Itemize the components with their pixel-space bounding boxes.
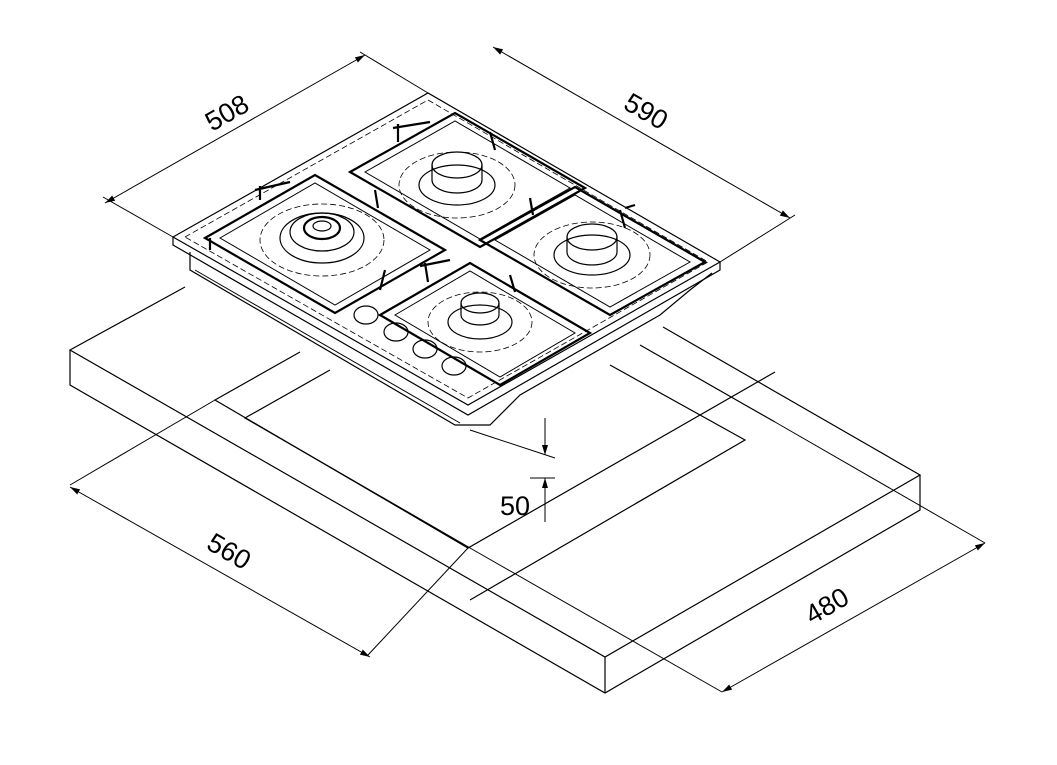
- dimension-480: 480: [469, 421, 986, 693]
- dimension-label-508: 508: [200, 89, 254, 138]
- dimension-label-50: 50: [500, 491, 530, 521]
- grate-front: [377, 258, 593, 387]
- dimension-560: 560: [69, 399, 469, 658]
- control-knobs: [353, 305, 467, 376]
- dimension-590: 590: [492, 46, 796, 263]
- dimension-label-560: 560: [202, 527, 256, 576]
- grate-right: [477, 185, 708, 317]
- hob: [171, 92, 722, 426]
- dimension-label-480: 480: [800, 582, 854, 631]
- burner-back: [398, 151, 516, 219]
- dimension-508: 508: [102, 51, 429, 238]
- dimension-label-590: 590: [619, 87, 673, 136]
- hob-top: [171, 92, 722, 406]
- grate-left: [202, 173, 448, 315]
- burner-wok: [259, 203, 385, 277]
- burner-right: [533, 221, 651, 289]
- countertop: [68, 286, 922, 694]
- grate-back: [347, 111, 588, 249]
- burner-front: [427, 291, 533, 353]
- dimension-50: 50: [469, 418, 556, 522]
